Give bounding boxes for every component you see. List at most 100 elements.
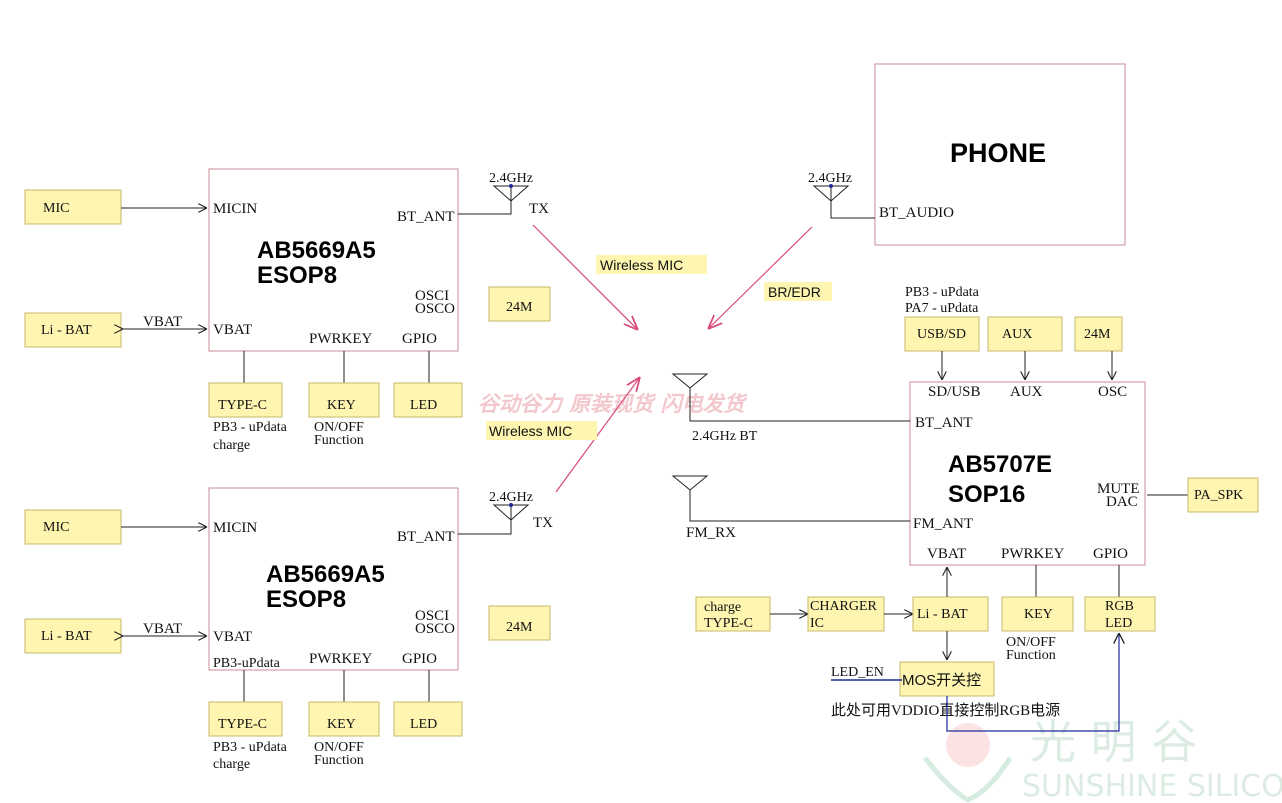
rx-pin-bt-ant: BT_ANT [915,415,973,431]
tx1-mic: MIC [43,201,69,216]
rx-chip-package: SOP16 [948,481,1025,508]
tx1-led: LED [410,398,437,413]
br-edr-label: BR/EDR [768,284,821,300]
tx2-typec-note2: charge [213,757,250,772]
logo-cn: 光 明 谷 [1030,715,1197,769]
tx1-chip-name: AB5669A5 [257,237,376,264]
rx-key-note1: ON/OFF [1006,635,1056,650]
rx-rgb-line1: RGB [1105,599,1134,614]
phone-block: PHONE BT_AUDIO 2.4GHz [808,63,1126,246]
tx1-typec-note2: charge [213,438,250,453]
tx2-typec: TYPE-C [218,717,267,732]
tx2-led: LED [410,717,437,732]
rx-fm-antenna-label: FM_RX [686,525,736,541]
tx2-chip [208,487,459,671]
rx-key: KEY [1024,607,1053,622]
tx2-antenna-freq: 2.4GHz [489,490,533,505]
rx-pin-gpio: GPIO [1093,546,1128,562]
tx1-vbat-wire-label: VBAT [143,314,182,330]
tx1-key-note1: ON/OFF [314,420,364,435]
wireless-link-1 [532,224,638,330]
rx-pin-fm-ant: FM_ANT [913,516,973,532]
rx-aux-box: AUX [1002,327,1032,342]
tx2-pin-pwrkey: PWRKEY [309,651,373,667]
rx-pin-dac: DAC [1106,494,1138,510]
rx-charger-line1: CHARGER [810,599,878,614]
rx-charge-line1: charge [704,600,741,615]
tx2-key: KEY [327,717,356,732]
rx-chip [909,381,1146,566]
wireless-link-2 [555,377,640,493]
tx2-key-note2: Function [314,753,364,768]
rx-pin-aux: AUX [1010,384,1043,400]
tx1-antenna-tx: TX [529,201,549,217]
rx-mos-switch: MOS开关控 [902,672,981,689]
wireless-mic-label-2: Wireless MIC [489,423,572,439]
rx-crystal: 24M [1084,327,1111,342]
rx-charger-line2: IC [810,616,824,631]
br-edr-link [708,226,813,329]
rx-vddio-note: 此处可用VDDIO直接控制RGB电源 [831,702,1060,719]
tx1-antenna-freq: 2.4GHz [489,171,533,186]
rx-chip-name: AB5707E [948,451,1052,478]
tx1-pin-osco: OSCO [415,301,455,317]
tx2-key-note1: ON/OFF [314,740,364,755]
rx-rgb-line2: LED [1105,616,1132,631]
tx1-key: KEY [327,398,356,413]
rx-charge-line2: TYPE-C [704,616,753,631]
tx2-pin-osco: OSCO [415,621,455,637]
rx-pin-sd-usb: SD/USB [928,384,981,400]
tx2-chip-package: ESOP8 [266,586,346,613]
rx-pa-spk: PA_SPK [1194,488,1243,503]
tx1-battery: Li - BAT [41,323,92,338]
logo-en: SUNSHINE SILICON [1022,769,1282,803]
tx1-pin-osci: OSCI [415,288,449,304]
tx2-antenna-tx: TX [533,515,553,531]
phone-antenna-freq: 2.4GHz [808,171,852,186]
tx1-pin-micin: MICIN [213,201,257,217]
rx-pin-mute: MUTE [1097,481,1140,497]
rx-pin-osc: OSC [1098,384,1127,400]
tx1-crystal: 24M [506,300,533,315]
watermark-text: 谷动谷力 原装现货 闪电发货 [478,392,748,416]
tx2-pin-vbat: VBAT [213,629,252,645]
rx-pin-pwrkey: PWRKEY [1001,546,1065,562]
logo-watermark: 光 明 谷 SUNSHINE SILICON [923,715,1282,803]
tx2-battery: Li - BAT [41,629,92,644]
tx2-pin-micin: MICIN [213,520,257,536]
tx1-pin-bt-ant: BT_ANT [397,209,455,225]
tx2-block: AB5669A5 ESOP8 MICIN VBAT PB3-uPdata BT_… [24,487,553,772]
rx-top-note1: PB3 - uPdata [905,285,980,300]
tx2-crystal: 24M [506,620,533,635]
tx2-vbat-wire-label: VBAT [143,621,182,637]
rx-led-en: LED_EN [831,665,884,680]
tx1-typec: TYPE-C [218,398,267,413]
tx1-pin-vbat: VBAT [213,322,252,338]
tx1-key-note2: Function [314,433,364,448]
tx1-block: AB5669A5 ESOP8 MICIN VBAT BT_ANT OSCI OS… [24,168,551,453]
rf-links: Wireless MIC BR/EDR Wireless MIC [486,224,832,493]
tx1-typec-note1: PB3 - uPdata [213,420,288,435]
rx-key-note2: Function [1006,648,1056,663]
rx-bt-antenna-label: 2.4GHz BT [692,429,758,444]
tx1-chip [208,168,459,352]
tx1-chip-package: ESOP8 [257,262,337,289]
tx2-pin-pb3: PB3-uPdata [213,656,281,671]
tx2-pin-gpio: GPIO [402,651,437,667]
tx2-pin-bt-ant: BT_ANT [397,529,455,545]
rx-block: AB5707E SOP16 SD/USB AUX OSC BT_ANT FM_A… [671,285,1259,732]
wireless-mic-label-1: Wireless MIC [600,257,683,273]
tx1-pin-gpio: GPIO [402,331,437,347]
tx2-mic: MIC [43,520,69,535]
phone-bt-audio-pin: BT_AUDIO [879,205,954,221]
rx-top-note2: PA7 - uPdata [905,301,979,316]
tx2-chip-name: AB5669A5 [266,561,385,588]
tx2-pin-osci: OSCI [415,608,449,624]
rx-usb-sd: USB/SD [917,327,966,342]
phone-title: PHONE [950,138,1046,168]
rx-battery: Li - BAT [917,607,968,622]
tx2-typec-note1: PB3 - uPdata [213,740,288,755]
tx1-pin-pwrkey: PWRKEY [309,331,373,347]
rx-pin-vbat: VBAT [927,546,966,562]
